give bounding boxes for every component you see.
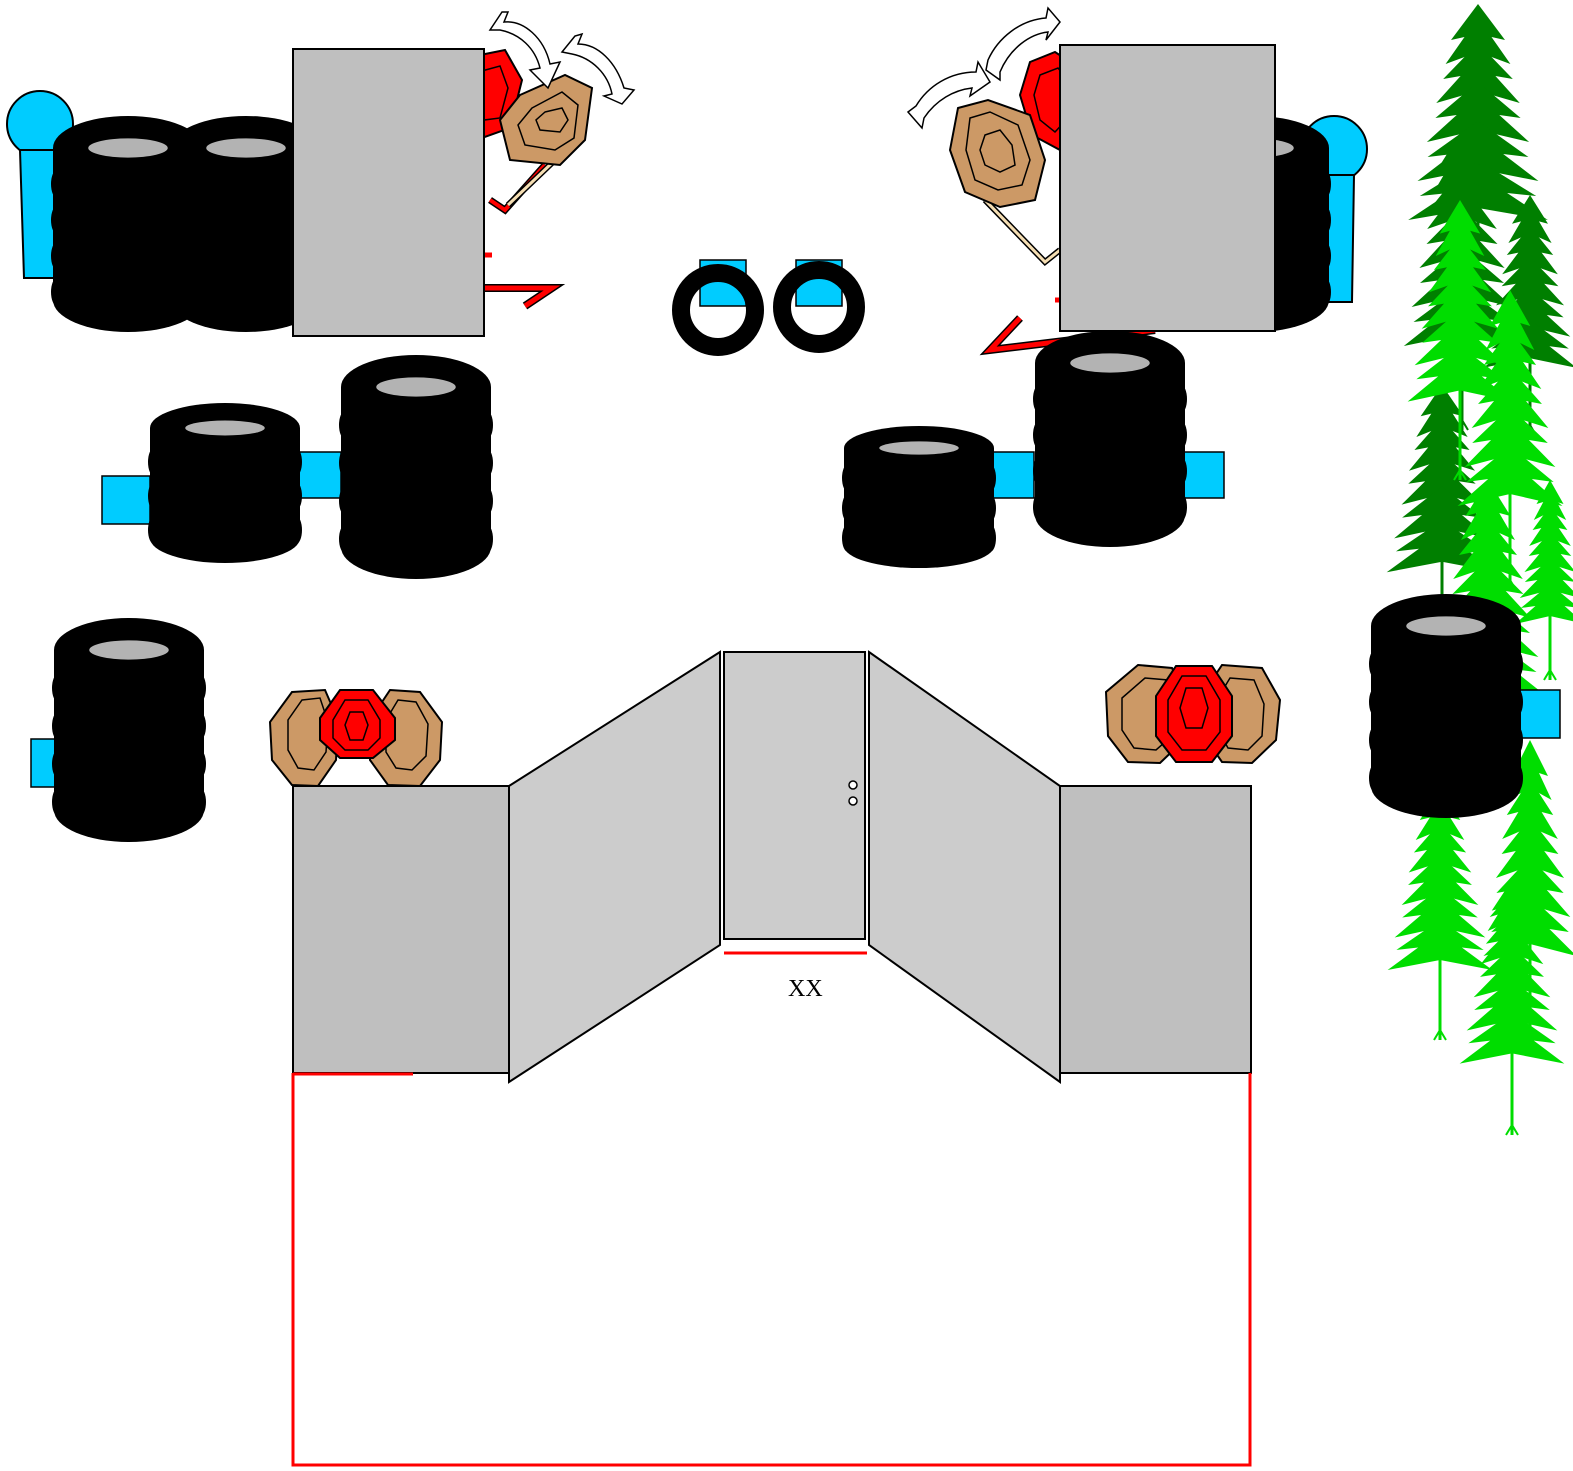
single-tire-center-left [672,264,764,356]
swing-arrow-icon [560,32,636,105]
popper-mid-left-2 [294,451,342,499]
tire-stack-low-right [1369,594,1523,818]
fault-line-box [291,1073,1252,1467]
target-group-left [268,688,444,788]
tree-line [1386,4,1573,1136]
tree-icon [1407,200,1513,481]
single-tire-center-right [773,261,865,353]
swing-arrow-icon [985,6,1061,82]
tire-stack-mid-right-1 [842,426,996,568]
tree-icon [1457,290,1563,591]
tire-stack-low-left [52,618,206,842]
door-knob [848,780,858,790]
door [723,651,866,940]
swing-target-tan-left [498,73,594,167]
target-group-right [1104,663,1282,765]
barricade-top-left [292,48,485,337]
tire-stack-mid-left-1 [148,403,302,563]
swing-target-tan-right [948,98,1047,209]
popper-mid-right-1 [989,451,1035,499]
position-label: XX [788,976,823,1002]
swing-arm-left [480,159,566,310]
tire-stack-mid-right-2 [1033,331,1187,547]
barricade-top-right [1059,44,1276,332]
wall-angled-left [508,650,721,1084]
door-knob [848,796,858,806]
swing-arrow-icon [488,11,562,90]
popper-mid-right-2 [1179,451,1225,499]
tree-icon [1459,880,1565,1136]
tree-icon [1387,790,1493,1041]
tire-stack-mid-left-2 [339,355,493,579]
wall-right [1059,785,1252,1074]
wall-left [292,785,510,1074]
swing-arrow-icon [906,59,992,130]
wall-angled-right [868,650,1061,1084]
tree-icon [1515,480,1573,681]
popper-mid-left-1 [101,475,151,525]
